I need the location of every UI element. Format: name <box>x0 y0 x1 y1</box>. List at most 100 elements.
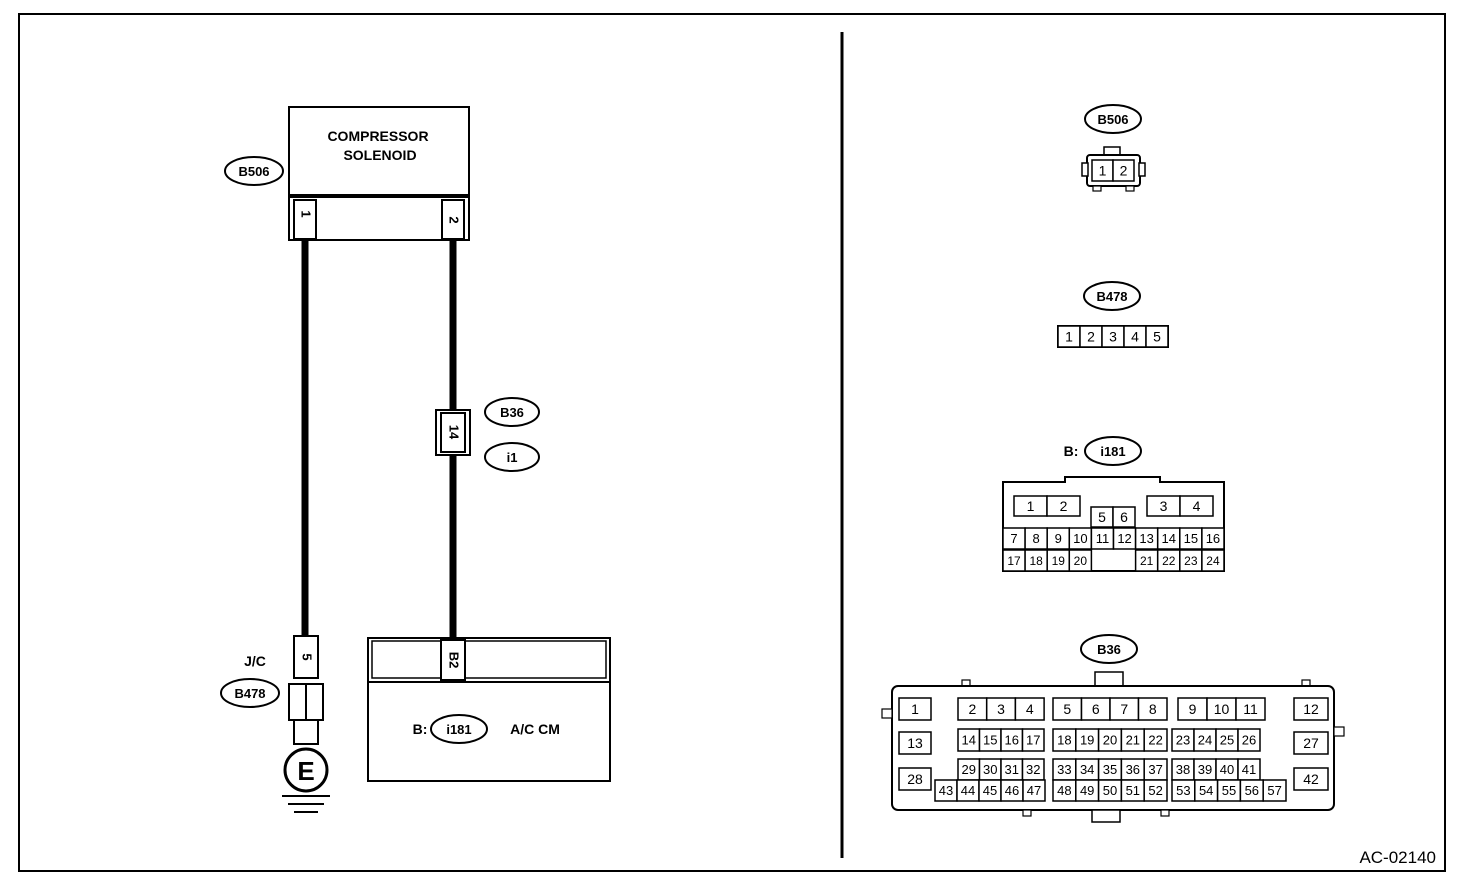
connector-pin-number: 6 <box>1092 701 1100 717</box>
connector-pin-cell <box>1112 159 1135 182</box>
connector-pin-number: 16 <box>1206 531 1220 546</box>
joint-pin-label: 5 <box>300 653 315 660</box>
connector-pin-number: 22 <box>1162 554 1176 568</box>
module-name: A/C CM <box>510 721 560 737</box>
connector-pin-number: 6 <box>1120 509 1128 525</box>
connector-pin-number: 43 <box>939 783 953 798</box>
connector-pin-cell <box>898 767 932 791</box>
connector-pin-number: 16 <box>1005 733 1019 748</box>
connector-pin-number: 4 <box>1193 498 1201 514</box>
connector-pin-number: 23 <box>1184 554 1198 568</box>
module-connector-strip <box>367 637 611 683</box>
solenoid-name-line2: SOLENOID <box>343 147 416 163</box>
connector-pin-cell <box>1179 495 1214 517</box>
b478-badge-label: B478 <box>234 686 265 701</box>
connector-pin-number: 8 <box>1149 701 1157 717</box>
connector-pin-cell <box>1014 697 1045 721</box>
b506-badge <box>224 156 284 186</box>
b36-badge-label: B36 <box>500 405 524 420</box>
connector-pin-number: 47 <box>1027 783 1041 798</box>
connector-pin-number: 2 <box>1120 163 1128 179</box>
connector-pin-number: 51 <box>1126 783 1140 798</box>
connector-pin-cell <box>1046 495 1081 517</box>
connector-pin-number: 50 <box>1103 783 1117 798</box>
connector-pin-number: 3 <box>1109 329 1117 345</box>
connector-pin-number: 21 <box>1140 554 1154 568</box>
module-pin-label: B2 <box>447 652 462 669</box>
b506-view-badge <box>1084 104 1142 134</box>
connector-pin-number: 49 <box>1080 783 1094 798</box>
connector-pin-number: 24 <box>1206 554 1220 568</box>
connector-pin-number: 2 <box>1087 329 1095 345</box>
ac-control-module: B2 B: i181 A/C CM <box>367 637 611 782</box>
connector-pin-number: 45 <box>983 783 997 798</box>
connector-pin-number: 55 <box>1222 783 1236 798</box>
connector-pin-number: 9 <box>1055 531 1062 546</box>
connector-pin-cell <box>1112 506 1136 528</box>
solenoid-pin-2-label: 2 <box>447 216 462 223</box>
joint-connector: 5 J/C B478 <box>220 635 324 745</box>
connector-pin-number: 20 <box>1074 554 1088 568</box>
connector-pin-cell <box>1068 549 1093 572</box>
connector-pin-number: 7 <box>1120 701 1128 717</box>
connector-pin-number: 18 <box>1057 733 1071 748</box>
connector-pin-number: 19 <box>1052 554 1066 568</box>
connector-pin-number: 48 <box>1057 783 1071 798</box>
module-pin-b2 <box>440 639 466 681</box>
connector-pin-number: 15 <box>983 733 997 748</box>
connector-pin-number: 14 <box>1162 531 1176 546</box>
connector-pin-number: 29 <box>962 762 976 777</box>
i1-badge-label: i1 <box>507 450 518 465</box>
b478-view-badge <box>1083 281 1141 311</box>
connector-pin-number: 12 <box>1303 701 1319 717</box>
connector-pin-number: 19 <box>1080 733 1094 748</box>
b506-view-label: B506 <box>1097 112 1128 127</box>
connector-pin-number: 13 <box>1139 531 1153 546</box>
connector-pin-number: 20 <box>1103 733 1117 748</box>
connector-pin-number: 52 <box>1148 783 1162 798</box>
connector-pin-number: 1 <box>1099 163 1107 179</box>
connector-pin-number: 46 <box>1005 783 1019 798</box>
solenoid-connector-strip <box>288 196 470 241</box>
connector-pin-number: 3 <box>997 701 1005 717</box>
connector-pin-number: 33 <box>1057 762 1071 777</box>
connector-pin-cell <box>1293 731 1329 755</box>
connector-pin-number: 2 <box>1060 498 1068 514</box>
ground-lead <box>293 719 319 745</box>
connector-pin-cell <box>1021 728 1045 752</box>
b36-view-pins-r1-g1: 1 <box>898 697 932 721</box>
connector-pin-number: 35 <box>1103 762 1117 777</box>
i1-badge <box>484 442 540 472</box>
connector-pin-number: 1 <box>911 701 919 717</box>
connector-pin-cell <box>1201 549 1225 572</box>
connector-pin-number: 42 <box>1303 771 1319 787</box>
b36-view-badge <box>1080 634 1138 664</box>
connector-pin-number: 32 <box>1026 762 1040 777</box>
connector-pin-number: 13 <box>907 735 923 751</box>
left-schematic: COMPRESSOR SOLENOID 1 2 B506 14 B36 i1 <box>220 106 611 813</box>
connector-pin-cell <box>1237 728 1261 752</box>
connector-pin-number: 44 <box>961 783 975 798</box>
connector-pin-cell <box>1143 779 1168 802</box>
connector-pin-number: 22 <box>1148 733 1162 748</box>
compressor-solenoid: COMPRESSOR SOLENOID 1 2 B506 <box>224 106 470 241</box>
connector-pin-number: 26 <box>1242 733 1256 748</box>
connector-pin-number: 38 <box>1176 762 1190 777</box>
joint-connector-label: J/C <box>244 653 266 669</box>
b36-view-pins-r1-g5: 12 <box>1293 697 1329 721</box>
connector-pin-number: 34 <box>1080 762 1094 777</box>
connector-pin-number: 18 <box>1029 554 1043 568</box>
b36-badge <box>484 397 540 427</box>
i181-view-badge <box>1084 436 1142 466</box>
connector-pin-cell <box>1293 697 1329 721</box>
inline-pin-label: 14 <box>447 425 462 440</box>
